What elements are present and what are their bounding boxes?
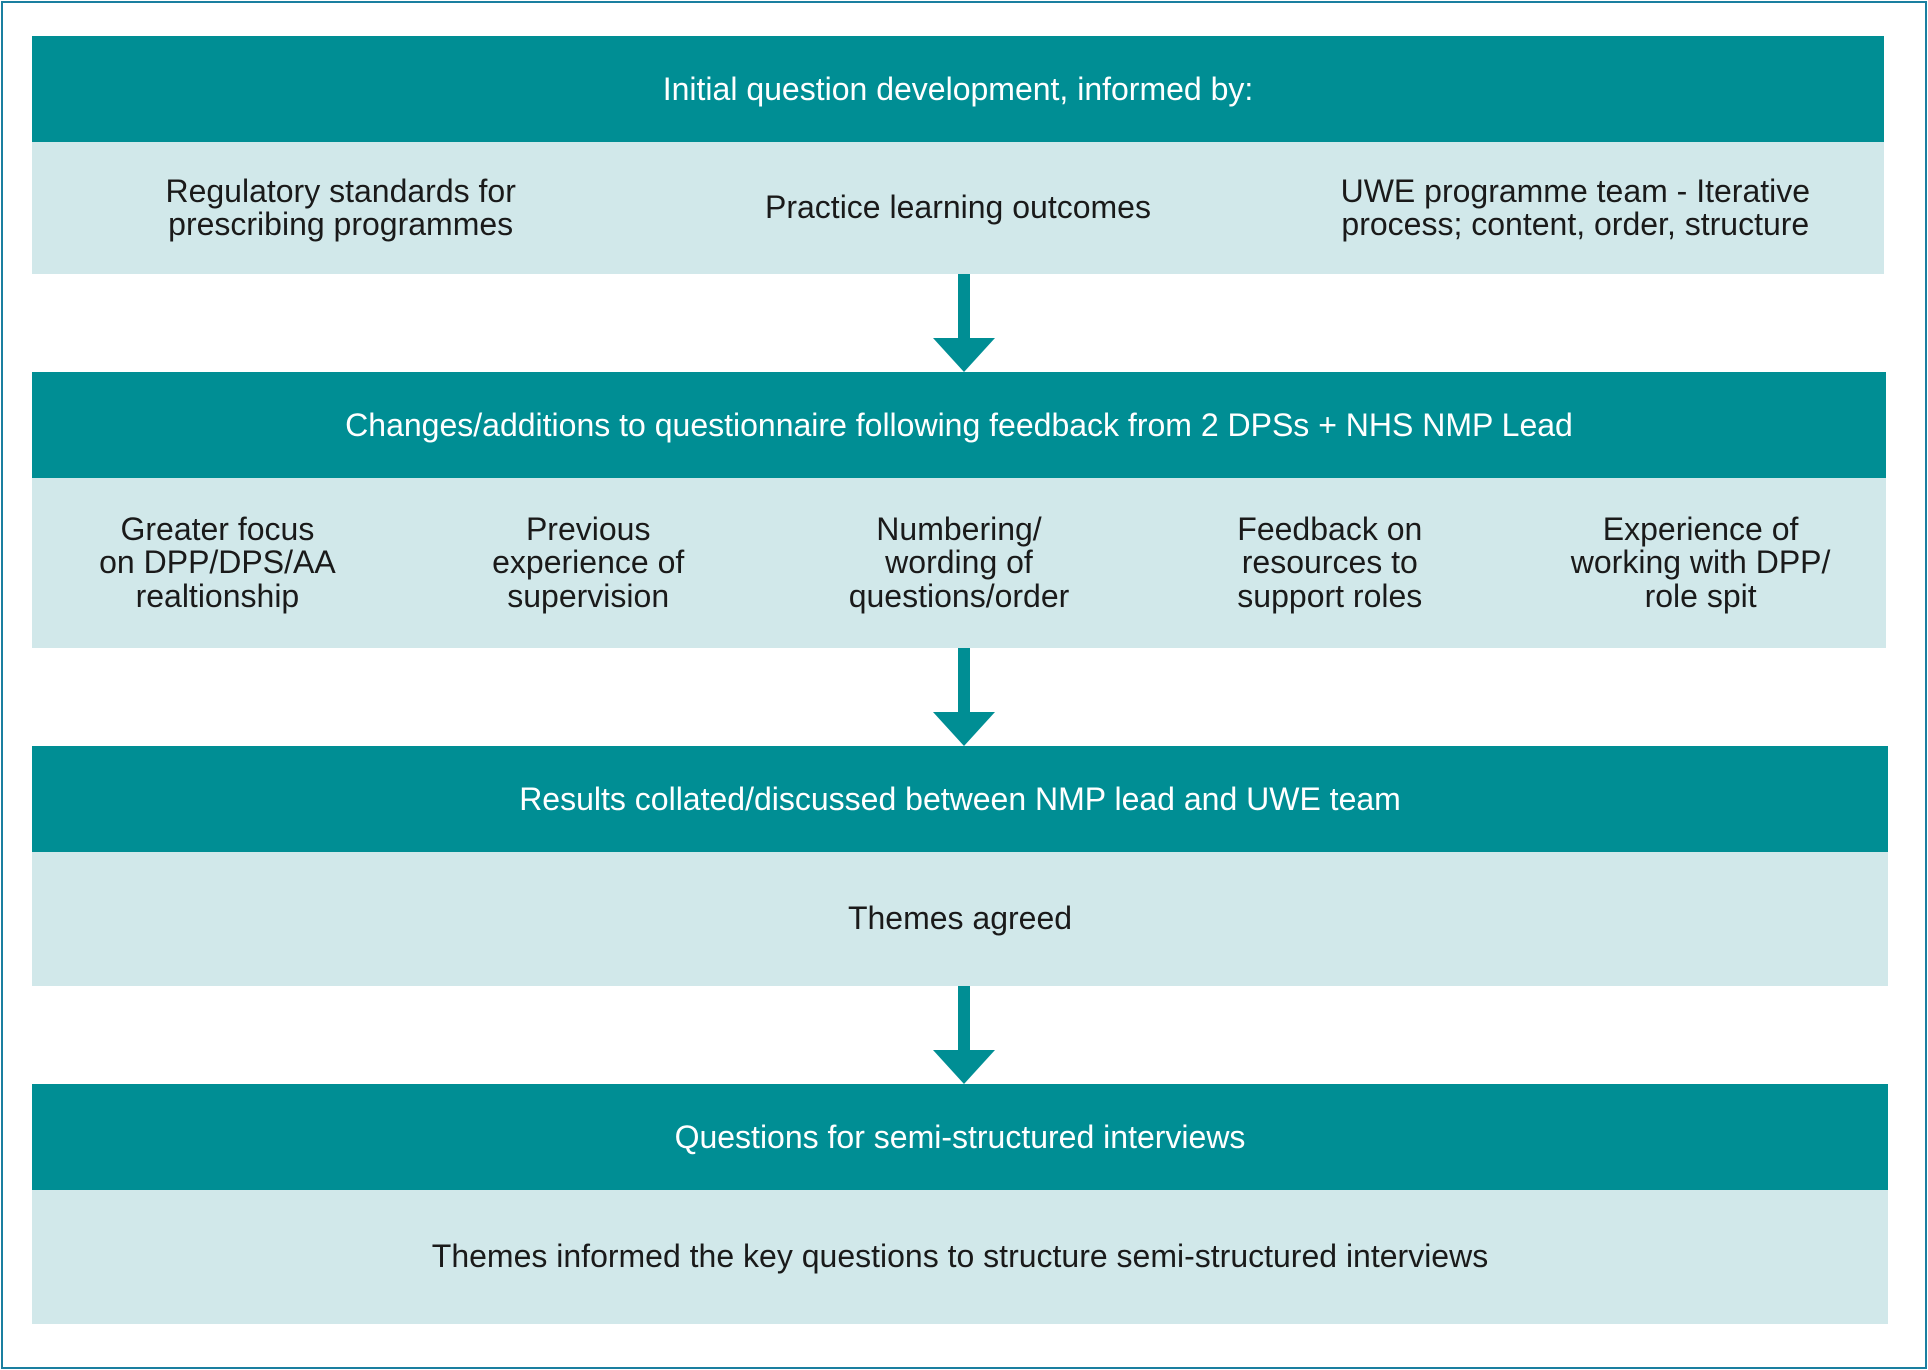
stage-3-header-text: Results collated/discussed between NMP l… [519,780,1401,817]
stage-4-outcome: Themes informed the key questions to str… [32,1190,1888,1324]
down-arrow-icon [933,648,995,746]
down-arrow-icon [933,274,995,372]
stage-2-item-feedback-resources: Feedback on resources to support roles [1237,511,1423,614]
stage-1-header-text: Initial question development, informed b… [662,70,1254,107]
stage-1-item-uwe-programme-team: UWE programme team - Iterative process; … [1340,172,1811,242]
stage-4-header: Questions for semi-structured interviews [32,1084,1888,1190]
stage-2-item-previous-experience: Previous experience of supervision [492,511,685,614]
stage-1-item-regulatory-standards: Regulatory standards for prescribing pro… [165,172,516,242]
down-arrow-icon [933,986,995,1084]
stage-2-header-text: Changes/additions to questionnaire follo… [345,406,1573,443]
stage-4-item-themes-informed: Themes informed the key questions to str… [431,1238,1489,1275]
stage-2-item-greater-focus: Greater focus on DPP/DPS/AA realtionship [99,511,336,614]
stage-1-item-practice-learning-outcomes: Practice learning outcomes [765,189,1151,226]
stage-2-changes: Greater focus on DPP/DPS/AA realtionship… [32,478,1886,648]
stage-2-header: Changes/additions to questionnaire follo… [32,372,1886,478]
stage-3-item-themes-agreed: Themes agreed [847,900,1073,937]
stage-1-inputs: Regulatory standards for prescribing pro… [32,142,1884,274]
stage-3-header: Results collated/discussed between NMP l… [32,746,1888,852]
stage-2-item-numbering-wording: Numbering/ wording of questions/order [848,511,1070,614]
stage-3-result: Themes agreed [32,852,1888,986]
stage-2-item-experience-dpp: Experience of working with DPP/ role spi… [1570,511,1831,614]
stage-1-header: Initial question development, informed b… [32,36,1884,142]
stage-4-header-text: Questions for semi-structured interviews [674,1118,1246,1155]
